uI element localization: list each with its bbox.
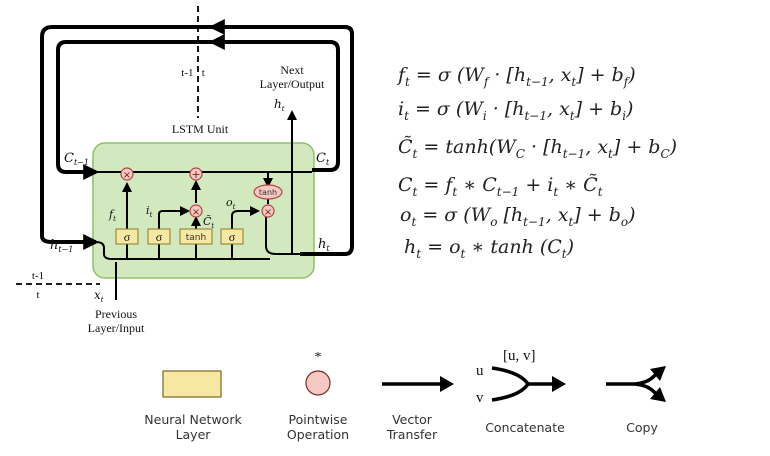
o-gate-var: ot xyxy=(226,196,236,211)
output-gate-out xyxy=(231,206,260,229)
forget-multiply-symbol: × xyxy=(123,170,131,181)
tanh-gate-box xyxy=(179,228,213,245)
legend-concat-u: u xyxy=(476,363,484,379)
input-gate-out xyxy=(158,206,190,229)
legend-concat-label: Concatenate xyxy=(485,420,565,435)
equation-2: it = σ (Wi · [ht−1, xt] + bi) xyxy=(398,98,634,123)
legend-nn-layer-icon xyxy=(162,370,222,398)
legend-concat-icon xyxy=(491,366,556,402)
time-left-next: t xyxy=(36,289,39,301)
tanh-gate-label: tanh xyxy=(186,233,206,243)
h-prev-label: ht−1 xyxy=(50,238,73,254)
output-multiply-symbol: × xyxy=(264,207,272,218)
c-tilde-var: C̃t xyxy=(203,215,214,230)
equation-4: Ct = ft ∗ Ct−1 + it ∗ C̃t xyxy=(398,174,603,199)
equation-1: ft = σ (Wf · [ht−1, xt] + bf) xyxy=(398,64,636,89)
time-top-label: t-1 t xyxy=(181,67,205,79)
legend-copy-icon xyxy=(606,372,658,396)
legend-pointwise-star: * xyxy=(315,350,322,365)
input-multiply-op xyxy=(189,204,203,218)
legend-concat-uv: [u, v] xyxy=(503,348,536,364)
input-gate-box xyxy=(147,228,171,245)
output-multiply-op xyxy=(261,204,275,218)
h-out-label: ht xyxy=(274,97,285,113)
input-gate-label: σ xyxy=(156,230,163,244)
equation-3: C̃t = tanh(WC · [ht−1, xt] + bC) xyxy=(398,136,678,161)
legend-concat-v: v xyxy=(476,390,484,406)
lstm-unit-title: LSTM Unit xyxy=(172,122,229,136)
add-symbol: + xyxy=(191,168,200,181)
legend-pointwise-icon xyxy=(305,370,331,396)
legend-copy-head-top xyxy=(650,366,666,381)
c-prev-label: Ct−1 xyxy=(64,151,89,167)
f-gate-var: ft xyxy=(108,208,116,223)
hidden-input-line xyxy=(95,241,270,260)
output-gate-label: σ xyxy=(229,230,236,244)
forget-gate-box xyxy=(115,228,139,245)
tanh-op-label: tanh xyxy=(259,188,277,197)
forget-multiply-op xyxy=(120,167,134,181)
forget-gate-label: σ xyxy=(124,230,131,244)
legend-concat-head xyxy=(552,376,566,392)
equation-6: ht = ot ∗ tanh (Ct) xyxy=(404,236,575,261)
add-op xyxy=(189,167,203,181)
h-next-label: ht xyxy=(318,237,330,253)
output-gate-box xyxy=(220,228,244,245)
legend-copy-label: Copy xyxy=(626,420,658,435)
legend-copy-head-bottom xyxy=(650,387,666,402)
i-gate-var: it xyxy=(146,204,153,219)
input-multiply-symbol: × xyxy=(192,207,200,218)
hidden-output-line xyxy=(265,212,312,255)
tanh-op xyxy=(253,184,283,200)
time-left-prev: t-1 xyxy=(32,270,44,282)
equation-5: ot = σ (Wo [ht−1, xt] + bo) xyxy=(400,204,636,229)
x-in-label: xt xyxy=(94,288,104,304)
c-next-label: Ct xyxy=(316,151,330,167)
legend-vector-arrow-head xyxy=(440,376,454,392)
